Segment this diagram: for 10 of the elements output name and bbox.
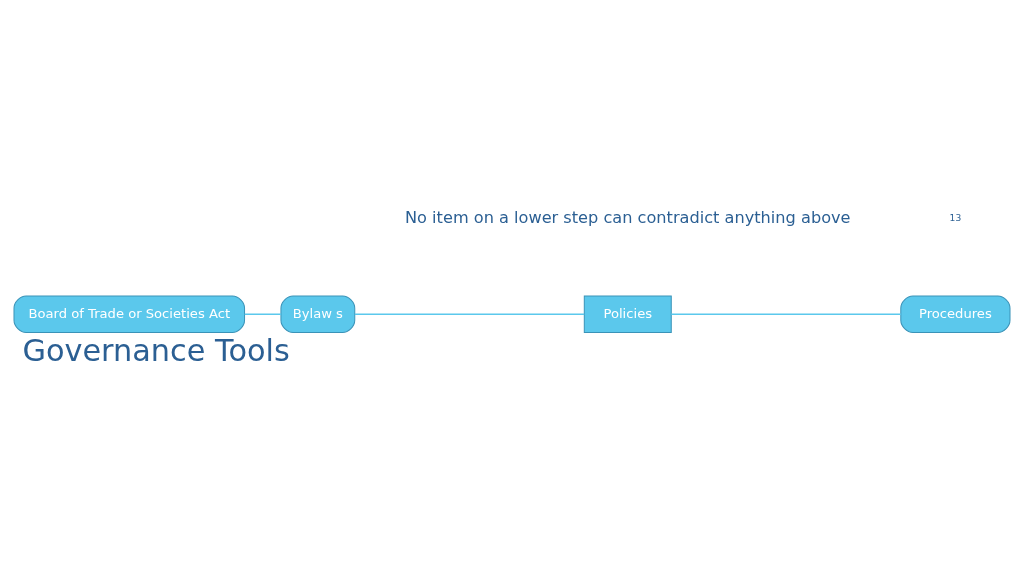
node-box: Procedures (900, 295, 1011, 333)
node-box: Policies (583, 295, 672, 333)
connector (670, 313, 902, 316)
node-box: Bylaw s (280, 295, 356, 333)
label: 13 (949, 213, 962, 224)
connector (354, 313, 585, 316)
node-box: Board of Trade or Societies Act (13, 295, 246, 333)
connector (243, 313, 282, 316)
label: No item on a lower step can contradict anything above (405, 208, 851, 228)
diagram-title: Governance Tools (22, 332, 290, 368)
